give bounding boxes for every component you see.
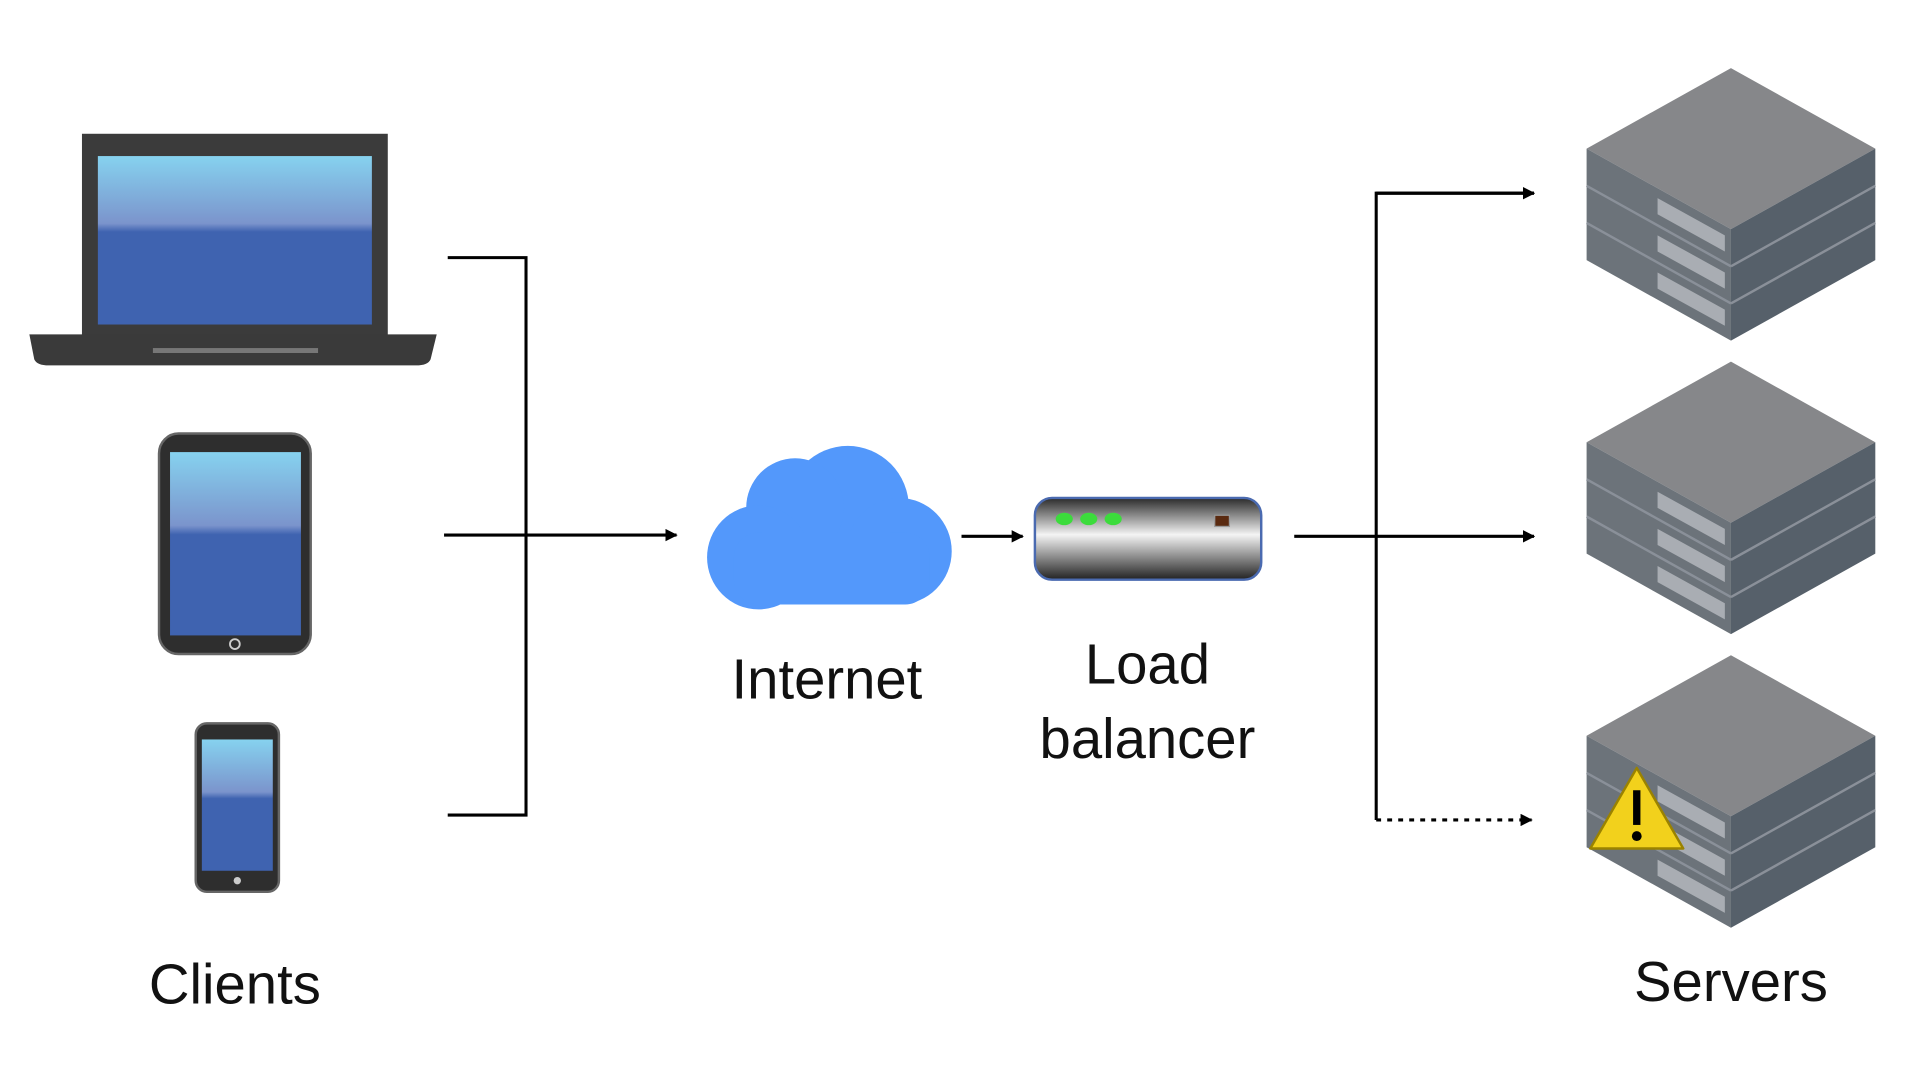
load-balancer-label-line2: balancer xyxy=(1040,707,1256,770)
internet-label: Internet xyxy=(732,647,923,710)
cloud-icon xyxy=(707,445,952,610)
server-icon xyxy=(1585,66,1877,342)
load-balancer-icon xyxy=(1033,496,1263,581)
warning-icon xyxy=(1589,766,1685,850)
load-balancer-label-line1: Load xyxy=(1085,632,1210,695)
tablet-icon xyxy=(157,432,312,656)
clients-label: Clients xyxy=(149,952,321,1015)
servers-label: Servers xyxy=(1634,950,1828,1013)
server-connector-lines xyxy=(1294,187,1536,827)
server-icon xyxy=(1585,360,1877,636)
laptop-icon xyxy=(29,133,437,366)
client-connector-lines xyxy=(444,256,678,817)
smartphone-icon xyxy=(194,722,281,894)
